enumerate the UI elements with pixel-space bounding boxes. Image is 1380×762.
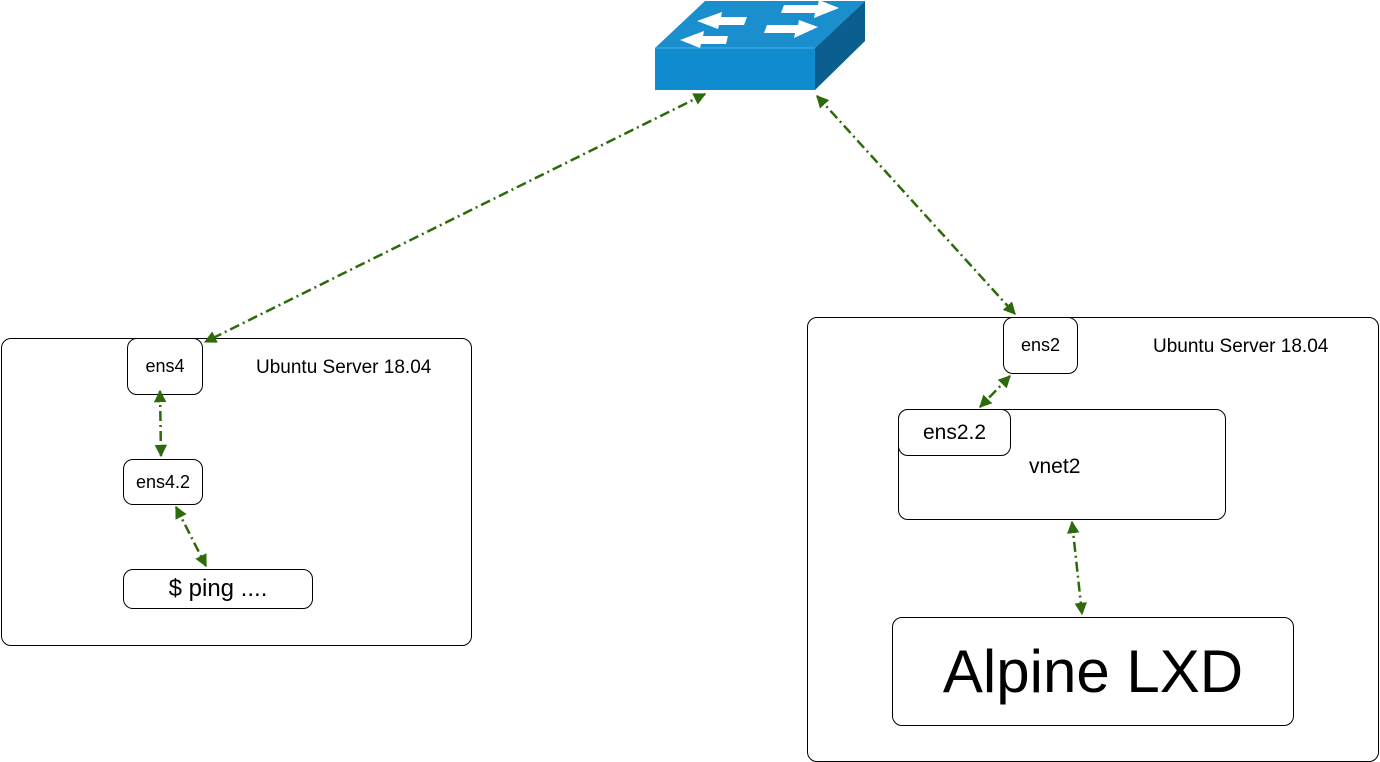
- ping-command-label: $ ping ....: [168, 575, 268, 602]
- vnet2-label: vnet2: [1029, 455, 1081, 478]
- ens4-2-node[interactable]: ens4.2: [123, 459, 203, 505]
- left-server-title: Ubuntu Server 18.04: [256, 357, 432, 378]
- link-ens2-ens2-2: [979, 375, 1011, 408]
- ens2-2-node[interactable]: ens2.2: [898, 409, 1011, 456]
- ens4-2-label: ens4.2: [135, 471, 191, 492]
- ens2-2-label: ens2.2: [922, 420, 987, 444]
- right-server-title: Ubuntu Server 18.04: [1153, 336, 1329, 357]
- alpine-lxd-box[interactable]: Alpine LXD: [892, 617, 1294, 726]
- ping-command-box[interactable]: $ ping ....: [123, 569, 313, 609]
- link-vnet2-alpine: [1067, 520, 1087, 616]
- alpine-lxd-label: Alpine LXD: [942, 638, 1244, 705]
- link-switch-ens2: [816, 95, 1016, 315]
- link-switch-ens4: [203, 92, 707, 344]
- link-ens4-2-ping: [174, 505, 208, 568]
- ens4-label: ens4: [145, 356, 185, 376]
- ens2-label: ens2: [1020, 335, 1061, 355]
- network-switch-icon: [655, 0, 865, 90]
- ens2-node[interactable]: ens2: [1003, 317, 1078, 374]
- link-ens4-ens4-2: [153, 389, 168, 458]
